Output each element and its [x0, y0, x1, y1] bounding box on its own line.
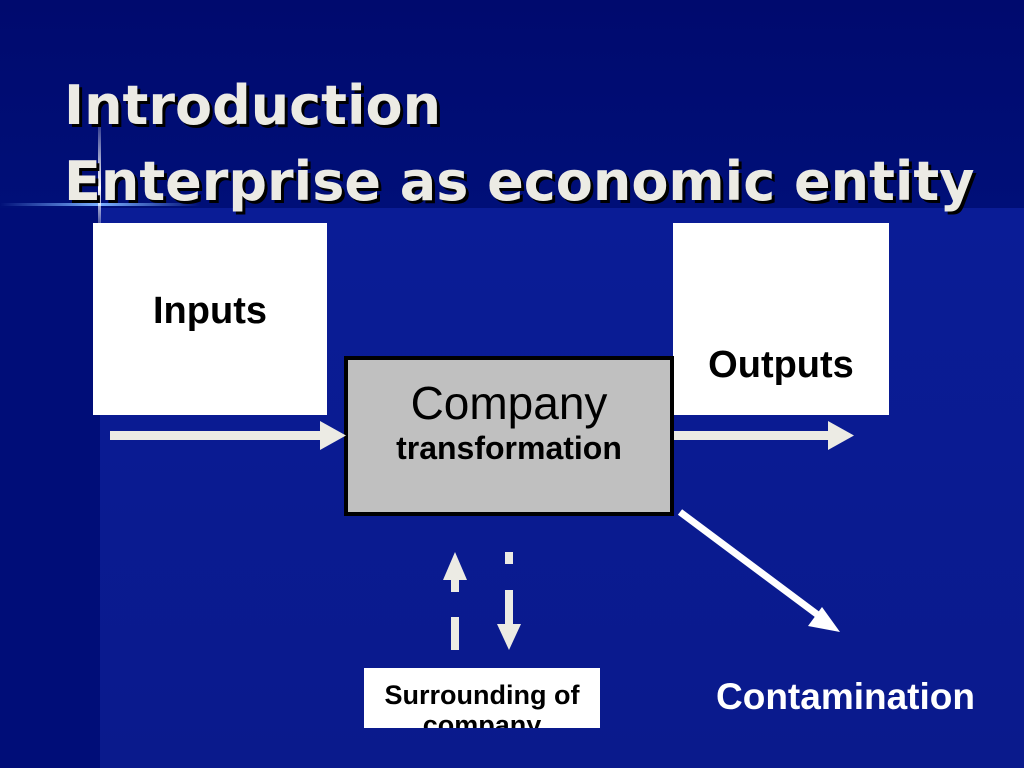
contamination-arrow-shaft	[677, 509, 825, 621]
company-sublabel: transformation	[396, 430, 622, 466]
up-arrow-dash	[451, 580, 459, 592]
down-arrow-head	[497, 624, 521, 650]
surrounding-label: Surrounding of company	[384, 680, 580, 728]
contamination-label: Contamination	[716, 676, 975, 717]
surrounding-box: Surrounding of company	[364, 668, 600, 728]
up-arrow-dash	[451, 617, 459, 650]
output-arrow-head	[828, 421, 854, 450]
input-arrow-head	[320, 421, 346, 450]
header-band	[0, 0, 1024, 208]
down-arrow-dash	[505, 590, 513, 624]
outputs-label: Outputs	[708, 343, 854, 386]
contamination-arrow-head	[808, 607, 840, 632]
down-arrow-dash	[505, 552, 513, 564]
inputs-label: Inputs	[153, 289, 267, 332]
company-label: Company	[410, 377, 608, 429]
slide-title: Introduction Enterprise as economic enti…	[64, 68, 974, 220]
sparkle-decoration-vertical	[98, 110, 101, 240]
title-line-2: Enterprise as economic entity	[64, 150, 975, 213]
input-arrow-shaft	[110, 431, 322, 440]
up-arrow-head	[443, 552, 467, 580]
left-band	[0, 208, 100, 768]
title-line-1: Introduction	[64, 74, 442, 137]
outputs-box: Outputs	[673, 223, 889, 415]
company-box: Company transformation	[344, 356, 674, 516]
inputs-box: Inputs	[93, 223, 327, 415]
output-arrow-shaft	[674, 431, 830, 440]
